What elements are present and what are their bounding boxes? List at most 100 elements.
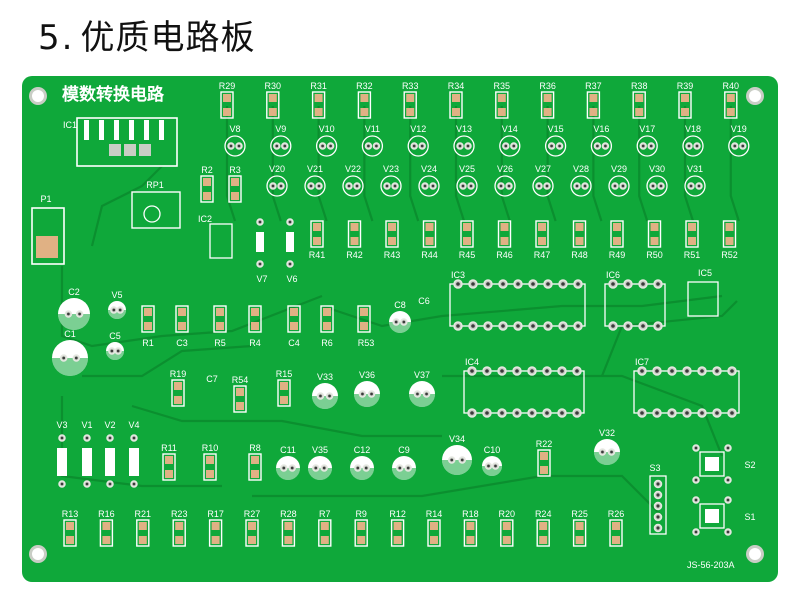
trace: [442, 374, 724, 457]
bottom-resistor-12-outline: [463, 519, 478, 547]
drill-hole: [456, 324, 460, 328]
drill-hole: [470, 411, 474, 415]
drill-hole: [641, 324, 645, 328]
smd-pad: [323, 308, 331, 316]
drill-hole: [393, 184, 397, 188]
ic6-label: IC6: [606, 270, 620, 280]
r22-label: R22: [536, 439, 553, 449]
top-resistor-2-outline: [266, 91, 280, 119]
bottom-resistor-16-label: R26: [608, 509, 625, 519]
trace: [729, 106, 740, 222]
drill-hole: [356, 466, 360, 470]
rp1-knob: [143, 205, 161, 223]
smd-pad: [290, 308, 298, 316]
drill-hole: [469, 184, 473, 188]
drill-hole: [655, 369, 659, 373]
top-led-5-label: V12: [410, 124, 426, 134]
heatsink-fin: [114, 120, 119, 140]
r6-outline: [320, 305, 334, 333]
r2-label: R2: [201, 165, 213, 175]
drill-hole: [715, 369, 719, 373]
drill-hole: [626, 282, 630, 286]
top-led-11-outline: [682, 135, 704, 157]
mid-resistor-10-label: R50: [646, 250, 663, 260]
smd-pad: [406, 94, 415, 102]
ic5-outline: [687, 281, 719, 317]
smd-pad: [726, 94, 735, 102]
r1-label: R1: [142, 338, 154, 348]
top-resistor-1-outline: [220, 91, 234, 119]
drill-hole: [486, 282, 490, 286]
smd-pad: [231, 178, 239, 186]
drill-hole: [394, 320, 398, 324]
smd-pad: [612, 536, 620, 544]
top-resistor-11-label: R39: [677, 81, 694, 91]
drill-hole: [576, 324, 580, 328]
drill-hole: [355, 184, 359, 188]
trace: [546, 106, 557, 222]
drill-hole: [487, 464, 490, 468]
drill-hole: [687, 144, 691, 148]
top-resistor-7-label: R35: [494, 81, 511, 91]
smd-pad: [575, 522, 584, 530]
drill-hole: [425, 392, 428, 396]
drill-hole: [466, 144, 470, 148]
bottom-resistor-10-outline: [390, 519, 405, 547]
bottom-resistor-1-label: R13: [62, 509, 79, 519]
trace: [600, 300, 738, 377]
smd-pad: [203, 192, 211, 200]
smd-pad: [650, 237, 659, 245]
s2-label: S2: [744, 460, 755, 470]
drill-hole: [471, 282, 475, 286]
c12-label: C12: [354, 445, 371, 455]
s3-outline: [649, 475, 667, 535]
smd-pad: [357, 522, 366, 530]
smd-pad: [725, 223, 734, 231]
r53-outline: [357, 305, 371, 333]
c3-label: C3: [176, 338, 188, 348]
c6-label: C6: [418, 296, 430, 306]
drill-hole: [314, 466, 318, 470]
drill-hole: [576, 282, 580, 286]
drill-hole: [685, 369, 689, 373]
r15-label: R15: [276, 369, 293, 379]
c7-label: C7: [206, 374, 218, 384]
drill-hole: [431, 184, 435, 188]
polarity-band: [354, 394, 380, 407]
v34-label: V34: [449, 434, 465, 444]
trace: [592, 106, 603, 222]
smd-pad: [589, 94, 598, 102]
smd-pad: [406, 108, 415, 116]
smd-pad: [323, 322, 331, 330]
drill-hole: [733, 144, 737, 148]
drill-hole: [656, 493, 660, 497]
smd-pad: [681, 108, 689, 116]
diode-1-label: V6: [286, 274, 297, 284]
drill-hole: [656, 526, 660, 530]
mounting-hole: [749, 90, 761, 102]
mid-resistor-6-label: R46: [496, 250, 513, 260]
smd-pad: [280, 382, 288, 390]
drill-hole: [583, 184, 587, 188]
r54-label: R54: [232, 375, 249, 385]
smd-pad: [165, 470, 173, 478]
polarity-band: [52, 358, 88, 376]
drill-hole: [60, 482, 64, 486]
drill-hole: [694, 530, 698, 534]
top-resistor-5-label: R33: [402, 81, 419, 91]
bottom-resistor-9-outline: [354, 519, 368, 547]
bottom-resistor-10-label: R12: [389, 509, 406, 519]
mid-resistor-11-label: R51: [684, 250, 701, 260]
bottom-resistor-4-outline: [172, 519, 186, 547]
drill-hole: [271, 184, 275, 188]
smd-pad: [575, 237, 584, 245]
drill-hole: [460, 458, 464, 462]
smd-pad: [320, 522, 329, 530]
trace: [225, 106, 237, 222]
smd-pad: [452, 108, 460, 116]
r1-outline: [141, 305, 155, 333]
smd-pad: [138, 522, 147, 530]
drill-hole: [640, 411, 644, 415]
top-resistor-8-outline: [540, 91, 555, 119]
